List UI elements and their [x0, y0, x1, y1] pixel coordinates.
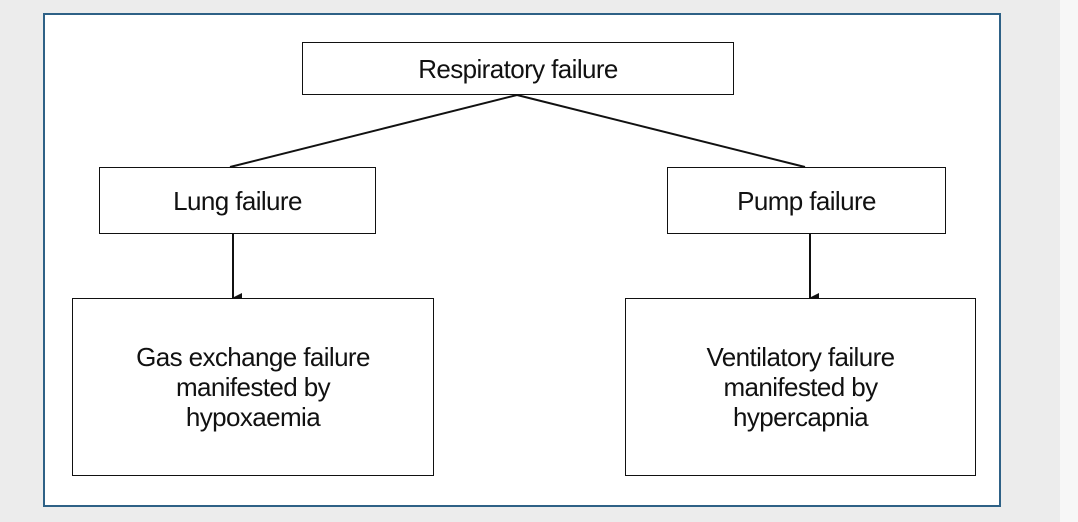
- node-label: Ventilatory failure manifested by hyperc…: [706, 342, 895, 432]
- node-respiratory-failure: Respiratory failure: [302, 42, 734, 95]
- edge-root-pump: [516, 94, 806, 168]
- node-label: Gas exchange failure manifested by hypox…: [136, 342, 370, 432]
- node-pump-failure: Pump failure: [667, 167, 946, 234]
- diagram-frame: Respiratory failure Lung failure Pump fa…: [43, 13, 1001, 507]
- node-lung-failure: Lung failure: [99, 167, 376, 234]
- edge-root-lung: [229, 94, 518, 168]
- side-panel: [1060, 0, 1078, 522]
- connectors: [229, 94, 819, 303]
- node-gas-exchange-failure: Gas exchange failure manifested by hypox…: [72, 298, 434, 476]
- node-label: Respiratory failure: [418, 53, 618, 84]
- node-label: Lung failure: [173, 185, 302, 216]
- node-ventilatory-failure: Ventilatory failure manifested by hyperc…: [625, 298, 976, 476]
- node-label: Pump failure: [737, 185, 876, 216]
